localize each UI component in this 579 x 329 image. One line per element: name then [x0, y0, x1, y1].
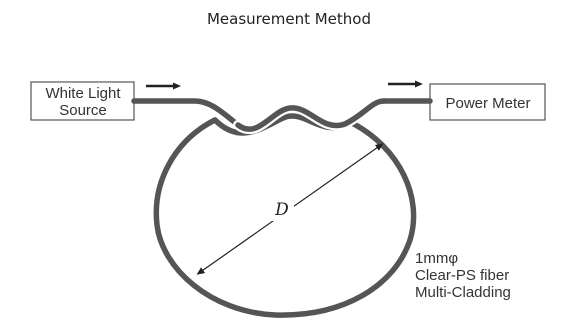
white-light-source-box: White Light Source [30, 81, 135, 121]
power-meter-box: Power Meter [429, 83, 546, 121]
fiber-lead-in [131, 98, 241, 128]
source-label-line2: Source [59, 102, 107, 119]
fiber-spec-line2: Clear-PS fiber [415, 267, 509, 284]
fiber-spec-line1: 1mmφ [415, 250, 458, 267]
fiber-spec-line3: Multi-Cladding [415, 284, 511, 301]
fiber-loop [153, 117, 417, 318]
source-label-line1: White Light [45, 85, 121, 102]
diagram-title: Measurement Method [207, 10, 371, 28]
fiber-twist-upper [235, 98, 387, 132]
meter-label: Power Meter [445, 95, 530, 112]
diameter-label: D [274, 200, 289, 220]
